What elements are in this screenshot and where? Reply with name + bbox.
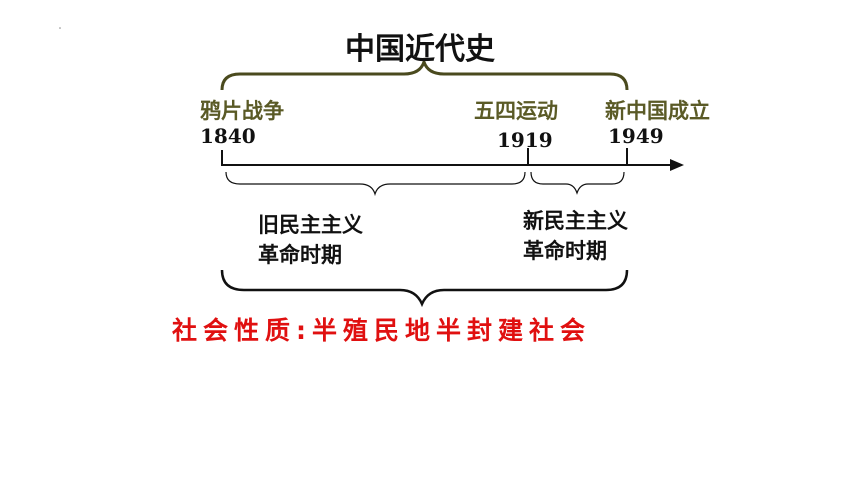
title-brace: [220, 57, 629, 91]
timeline-arrowhead: [670, 159, 684, 171]
nature-brace: [220, 269, 629, 308]
period-new-line2: 革命时期: [523, 239, 607, 263]
event-prc-founding: 新中国成立: [605, 99, 710, 123]
year-1840: 1840: [200, 124, 256, 148]
event-may-fourth: 五四运动: [474, 99, 558, 123]
period-brace-old: [225, 171, 526, 197]
event-opium-war: 鸦片战争: [200, 99, 284, 123]
period-brace-new: [530, 171, 625, 195]
period-old-democratic: 旧民主主义 革命时期: [258, 210, 363, 270]
year-1949: 1949: [608, 124, 664, 148]
period-new-democratic: 新民主主义 革命时期: [523, 206, 628, 266]
dot-mark: [59, 27, 61, 29]
page-title: 中国近代史: [345, 32, 495, 67]
social-nature: 社会性质:半殖民地半封建社会: [172, 316, 591, 345]
period-new-line1: 新民主主义: [523, 209, 628, 233]
year-1919: 1919: [497, 128, 553, 152]
period-old-line2: 革命时期: [258, 243, 342, 267]
period-old-line1: 旧民主主义: [258, 213, 363, 237]
